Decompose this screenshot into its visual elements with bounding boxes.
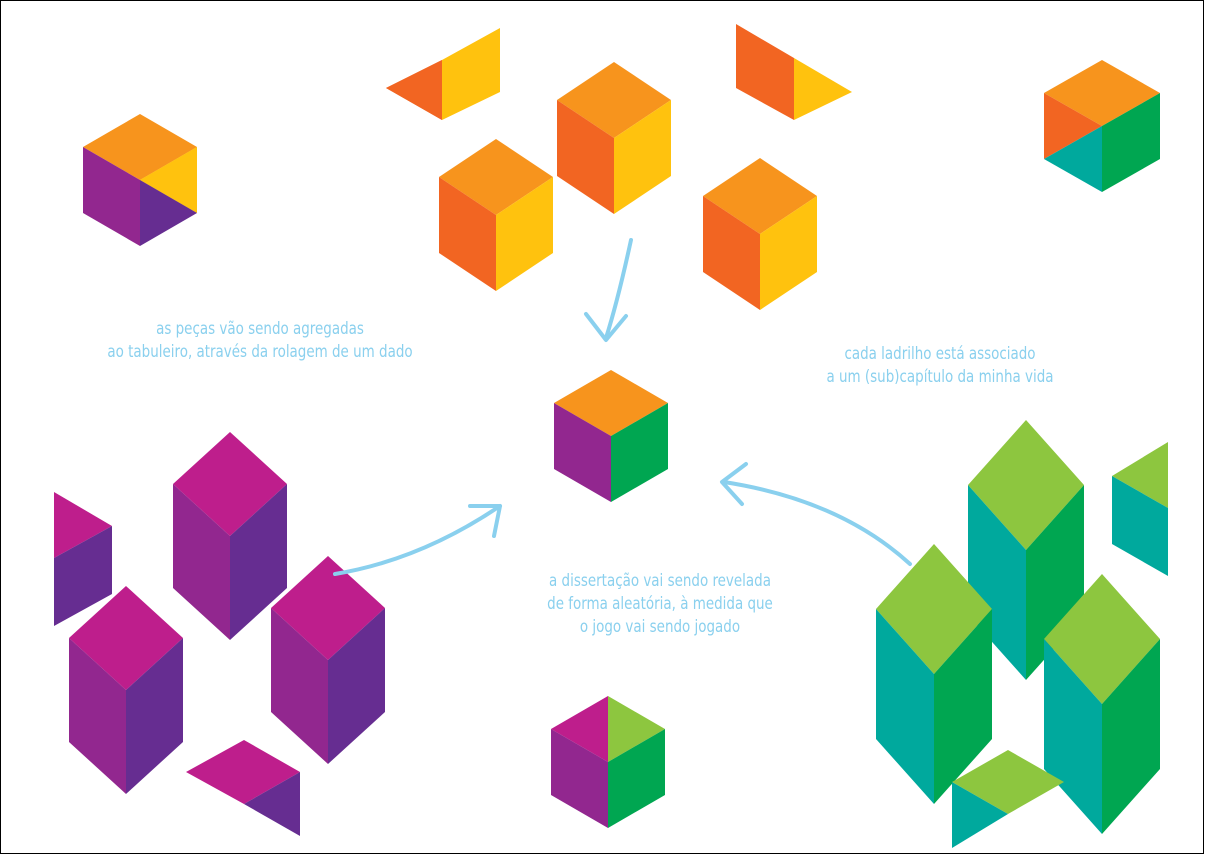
orange-cube-right-right-face xyxy=(760,196,817,310)
mixed-cube-tr-right xyxy=(1102,93,1160,192)
mixed-cube-bc-right xyxy=(608,729,665,828)
purple-cube-top-left-face xyxy=(173,484,230,640)
green-cube-bottom-right-left-face xyxy=(1044,639,1102,834)
arrow-from-left-head xyxy=(468,504,502,538)
orange-piece-left-tri xyxy=(386,60,442,120)
mixed-cube-tl-right-purple xyxy=(140,180,197,246)
purple-piece-bottom-top xyxy=(186,740,300,804)
caption-left: as peças vão sendo agregadas ao tabuleir… xyxy=(66,318,453,364)
caption-bottom-line-2: de forma aleatória, à medida que xyxy=(547,594,773,614)
center-cube-right-face xyxy=(611,403,668,502)
arrow-from-right-head xyxy=(720,462,748,506)
caption-left-line-2: ao tabuleiro, através da rolagem de um d… xyxy=(107,342,413,362)
green-piece-bottom-left xyxy=(952,782,1008,848)
arrow-from-right xyxy=(722,480,912,566)
purple-cube-top-right-face xyxy=(230,484,287,640)
green-cube-bottom-left-left-face xyxy=(876,609,934,804)
purple-cube-bottom-right-left-face xyxy=(271,608,328,764)
caption-left-line-1: as peças vão sendo agregadas xyxy=(156,319,364,339)
orange-cube-top-left-face xyxy=(557,100,614,214)
purple-cube-bottom-right-right-face xyxy=(328,608,385,764)
purple-cube-bottom-left-left-face xyxy=(69,638,126,794)
caption-right-line-2: a um (sub)capítulo da minha vida xyxy=(826,367,1054,387)
mixed-cube-bc-top-right xyxy=(608,696,665,762)
orange-cube-left-right-face xyxy=(496,177,553,291)
caption-bottom: a dissertação vai sendo revelada de form… xyxy=(502,570,819,639)
caption-right: cada ladrilho está associado a um (sub)c… xyxy=(782,343,1099,389)
orange-cube-left-left-face xyxy=(439,177,496,291)
mixed-cube-tl-left xyxy=(83,147,140,246)
orange-piece-right-b xyxy=(794,58,852,120)
green-cube-bottom-right-right-face xyxy=(1102,639,1160,834)
purple-piece-left-top xyxy=(54,492,112,558)
mixed-cube-tl-right-yellow xyxy=(140,147,197,213)
green-cube-bottom-left-right-face xyxy=(934,609,992,804)
arrow-down xyxy=(604,238,633,340)
purple-piece-left-bottom xyxy=(54,526,112,626)
orange-cube-top-right-face xyxy=(614,100,671,214)
purple-cube-bottom-left-right-face xyxy=(126,638,183,794)
orange-cube-right-left-face xyxy=(703,196,760,310)
arrow-from-left xyxy=(333,504,502,576)
green-piece-right-top xyxy=(1112,442,1168,508)
mixed-cube-tr-left-teal xyxy=(1044,126,1102,192)
green-piece-right-bottom xyxy=(1112,476,1168,576)
caption-bottom-line-3: o jogo vai sendo jogado xyxy=(579,617,741,637)
mixed-cube-bc-top-left xyxy=(551,696,608,762)
caption-bottom-line-1: a dissertação vai sendo revelada xyxy=(549,571,771,591)
caption-right-line-1: cada ladrilho está associado xyxy=(844,344,1036,364)
orange-piece-right-a xyxy=(736,24,794,120)
center-cube-left-face xyxy=(554,403,611,502)
arrow-down-head xyxy=(584,312,628,342)
orange-piece-left-b xyxy=(442,28,500,120)
mixed-cube-bc-left xyxy=(551,729,608,828)
mixed-cube-tr-left-orange xyxy=(1044,93,1102,159)
purple-piece-bottom-right xyxy=(244,772,300,836)
